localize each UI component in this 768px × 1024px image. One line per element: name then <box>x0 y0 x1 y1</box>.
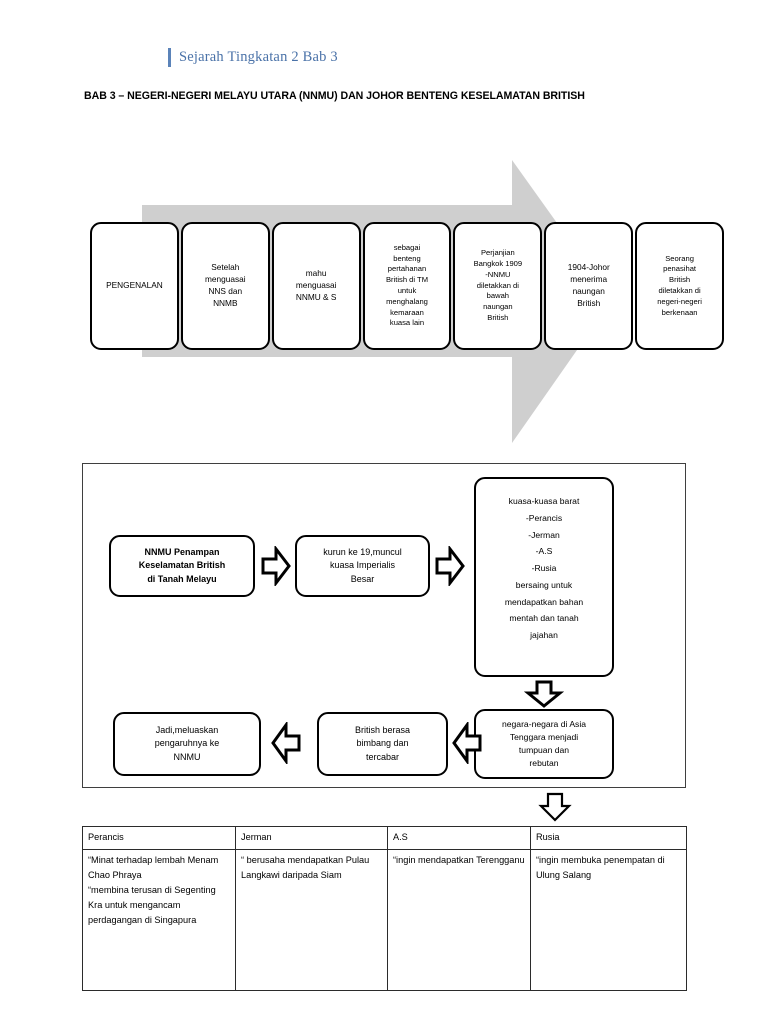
arrow-down-icon-2 <box>538 792 572 822</box>
table-header-perancis: Perancis <box>82 826 236 850</box>
table-header-row: Perancis Jerman A.S Rusia <box>82 826 687 850</box>
process-step-penasihat-british[interactable]: Seorang penasihat British diletakkan di … <box>635 222 725 350</box>
arrow-right-icon-2 <box>435 546 465 586</box>
arrow-down-icon-1 <box>524 680 564 708</box>
western-powers-table: Perancis Jerman A.S Rusia “Minat terhada… <box>82 826 687 991</box>
process-step-setelah-menguasai[interactable]: Setelah menguasai NNS dan NNMB <box>180 222 270 350</box>
heading-accent-bar <box>168 47 171 67</box>
flowchart-box-nnmu-penampan[interactable]: NNMU Penampan Keselamatan British di Tan… <box>109 535 255 597</box>
process-step-mahu-menguasai[interactable]: mahu menguasai NNMU & S <box>271 222 361 350</box>
chapter-title: BAB 3 – NEGERI-NEGERI MELAYU UTARA (NNMU… <box>84 90 585 102</box>
table-header-jerman: Jerman <box>235 826 388 850</box>
arrow-right-icon-1 <box>261 546 291 586</box>
process-step-benteng-pertahanan[interactable]: sebagai benteng pertahanan British di TM… <box>362 222 452 350</box>
process-step-johor-1904[interactable]: 1904-Johor menerima naungan British <box>544 222 634 350</box>
arrow-left-icon-1 <box>452 722 482 764</box>
document-heading: Sejarah Tingkatan 2 Bab 3 <box>168 46 338 68</box>
table-header-rusia: Rusia <box>530 826 687 850</box>
flowchart-box-kuasa-kuasa-barat[interactable]: kuasa-kuasa barat -Perancis -Jerman -A.S… <box>474 477 614 677</box>
process-step-perjanjian-bangkok[interactable]: Perjanjian Bangkok 1909 -NNMU diletakkan… <box>453 222 543 350</box>
process-step-row: PENGENALAN Setelah menguasai NNS dan NNM… <box>90 222 725 350</box>
flowchart-box-meluaskan-pengaruh[interactable]: Jadi,meluaskan pengaruhnya ke NNMU <box>113 712 261 776</box>
arrow-left-icon-2 <box>271 722 301 764</box>
heading-label: Sejarah Tingkatan 2 Bab 3 <box>179 48 338 65</box>
table-cell-jerman: “ berusaha mendapatkan Pulau Langkawi da… <box>235 848 388 991</box>
table-row: “Minat terhadap lembah Menam Chao Phraya… <box>82 848 687 991</box>
table-cell-as: “ingin mendapatkan Terengganu <box>387 848 531 991</box>
table-cell-perancis: “Minat terhadap lembah Menam Chao Phraya… <box>82 848 236 991</box>
table-header-as: A.S <box>387 826 531 850</box>
flowchart-container: NNMU Penampan Keselamatan British di Tan… <box>82 463 686 788</box>
table-cell-rusia: “ingin membuka penempatan di Ulung Salan… <box>530 848 687 991</box>
process-step-pengenalan[interactable]: PENGENALAN <box>90 222 179 350</box>
flowchart-box-negara-asia-tenggara[interactable]: negara-negara di Asia Tenggara menjadi t… <box>474 709 614 779</box>
flowchart-box-british-bimbang[interactable]: British berasa bimbang dan tercabar <box>317 712 448 776</box>
flowchart-box-kurun-ke-19[interactable]: kurun ke 19,muncul kuasa Imperialis Besa… <box>295 535 430 597</box>
